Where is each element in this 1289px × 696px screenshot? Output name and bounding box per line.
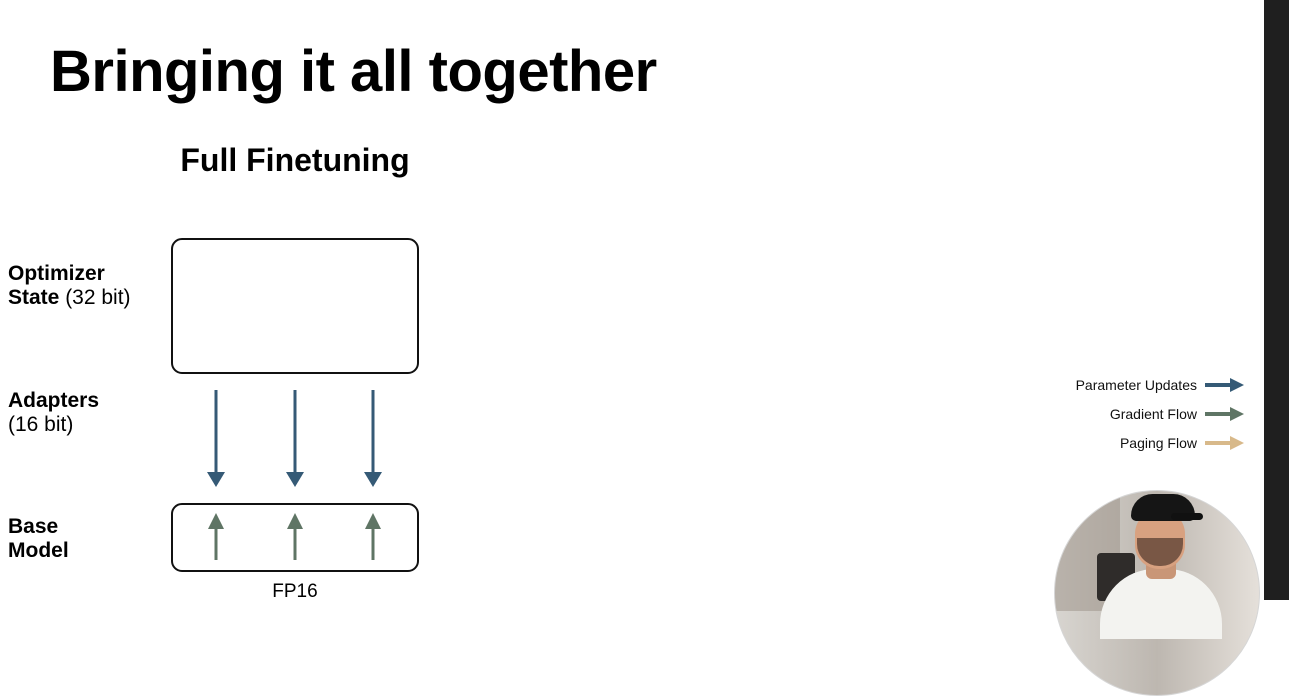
optimizer-state-label: Optimizer State (32 bit) bbox=[8, 262, 131, 310]
gradient-flow-arrow-icon bbox=[1205, 406, 1244, 421]
optimizer-label-bit-depth: (32 bit) bbox=[59, 286, 131, 309]
diagram-legend: Parameter Updates Gradient Flow Paging F… bbox=[1014, 374, 1244, 461]
right-edge-bar bbox=[1264, 0, 1289, 600]
parameter-update-arrow-left bbox=[207, 390, 225, 487]
parameter-updates-arrow-icon bbox=[1205, 377, 1244, 392]
base-label-line-2: Model bbox=[8, 539, 69, 562]
parameter-update-arrows bbox=[207, 390, 382, 487]
legend-item-gradient-flow: Gradient Flow bbox=[1014, 403, 1244, 424]
paging-flow-arrow-icon bbox=[1205, 435, 1244, 450]
parameter-update-arrow-center bbox=[286, 390, 304, 487]
base-model-box bbox=[171, 503, 419, 572]
optimizer-state-box bbox=[171, 238, 419, 374]
adapters-label-line-2: (16 bit) bbox=[8, 413, 74, 436]
presenter-cap-bill bbox=[1171, 513, 1203, 520]
base-model-precision-label: FP16 bbox=[272, 581, 318, 602]
legend-label-paging-flow: Paging Flow bbox=[1119, 434, 1197, 451]
legend-label-parameter-updates: Parameter Updates bbox=[1075, 376, 1197, 393]
presenter-video-overlay bbox=[1054, 490, 1260, 696]
legend-item-parameter-updates: Parameter Updates bbox=[1014, 374, 1244, 395]
optimizer-label-line-2: State (32 bit) bbox=[8, 286, 131, 310]
slide-title: Bringing it all together bbox=[50, 39, 657, 104]
diagram-title: Full Finetuning bbox=[180, 142, 410, 178]
legend-label-gradient-flow: Gradient Flow bbox=[1109, 405, 1197, 422]
base-model-label: Base Model bbox=[8, 515, 69, 563]
parameter-update-arrow-right bbox=[364, 390, 382, 487]
legend-item-paging-flow: Paging Flow bbox=[1014, 432, 1244, 453]
adapters-label: Adapters (16 bit) bbox=[8, 389, 99, 437]
adapters-label-line-1: Adapters bbox=[8, 389, 100, 412]
optimizer-label-state: State bbox=[8, 286, 60, 309]
base-label-line-1: Base bbox=[8, 515, 59, 538]
optimizer-label-line-1: Optimizer bbox=[8, 262, 105, 285]
